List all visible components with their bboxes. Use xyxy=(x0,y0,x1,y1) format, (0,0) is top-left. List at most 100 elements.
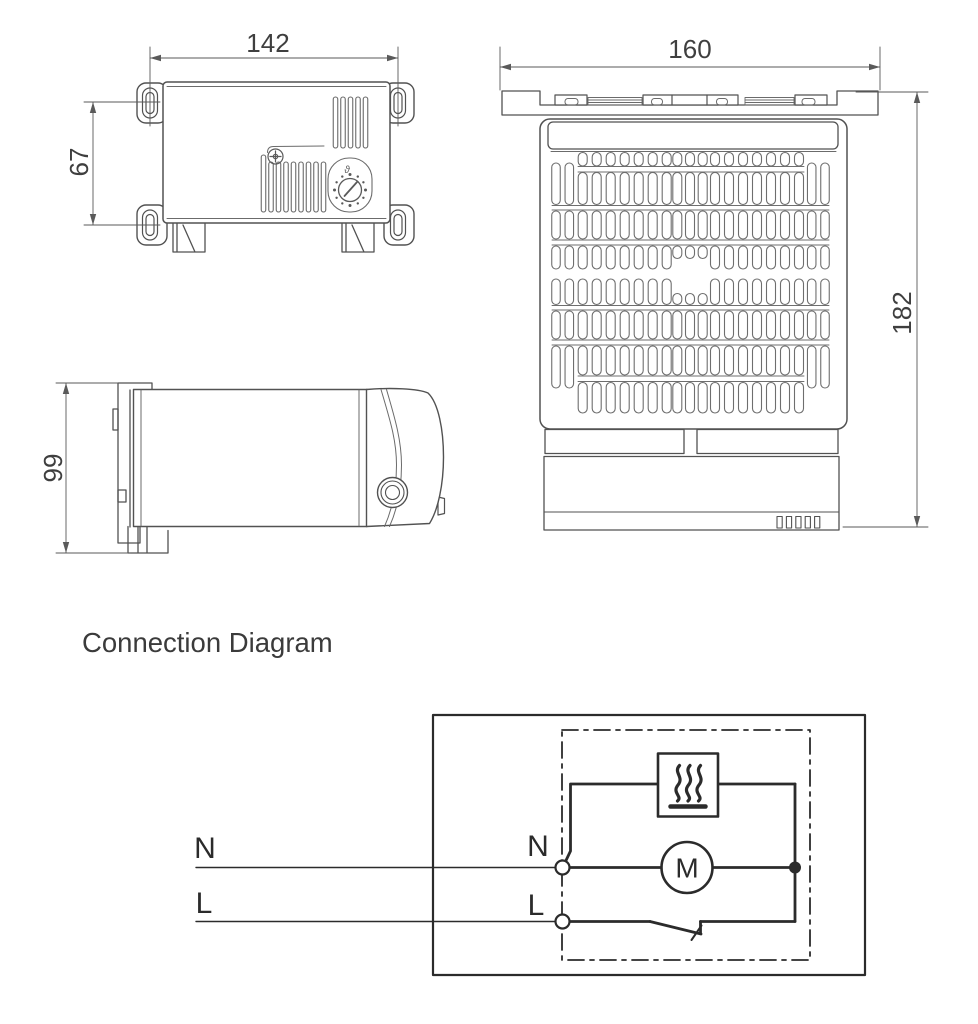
grille-slot xyxy=(793,345,805,376)
grille-slot xyxy=(619,381,630,414)
label-live-external: L xyxy=(196,887,213,920)
grille-slot xyxy=(684,345,696,376)
grille-slot xyxy=(709,278,721,306)
bracket-clip xyxy=(794,94,828,106)
grille-slot xyxy=(577,210,588,240)
front-latch-tab xyxy=(437,496,446,516)
grille-slot xyxy=(672,292,683,306)
grille-slot xyxy=(672,171,683,206)
dial-tick xyxy=(356,202,359,205)
vent-slat xyxy=(290,161,297,213)
vent-slats-right xyxy=(332,96,369,149)
grille-slot xyxy=(672,210,683,240)
grille-slot xyxy=(564,210,575,240)
grille-slot xyxy=(551,345,561,389)
grille-slot xyxy=(605,151,616,167)
grille-slot xyxy=(697,310,708,340)
dial-symbol: ϑ xyxy=(344,165,350,176)
grille-slot xyxy=(564,162,575,206)
grille-slot xyxy=(765,381,777,414)
grille-slot xyxy=(672,151,683,167)
grille-slot xyxy=(672,245,683,260)
dial-tick xyxy=(362,196,365,199)
grille-slot xyxy=(737,310,749,340)
grille-slot xyxy=(723,345,735,376)
grille-slot xyxy=(793,151,805,167)
grille-slot xyxy=(633,210,644,240)
grille-slot xyxy=(697,345,708,376)
grille-slot xyxy=(765,278,777,306)
grille-slot xyxy=(591,171,602,206)
grille-slot xyxy=(697,171,708,206)
thermostat-dial: ϑ xyxy=(327,157,373,213)
side-view: 99 xyxy=(38,382,446,554)
grille-slot xyxy=(779,310,791,340)
grille-slot xyxy=(806,245,817,270)
grille-slot xyxy=(793,381,805,414)
grille-slot xyxy=(737,210,749,240)
fan-grille xyxy=(551,151,830,414)
grille-slot xyxy=(564,345,575,389)
dim-front-height: 182 xyxy=(887,291,917,334)
grille-slot xyxy=(551,162,561,206)
grille-slot xyxy=(779,278,791,306)
dial-knob xyxy=(337,177,363,203)
foot xyxy=(172,222,206,253)
grille-slot xyxy=(793,171,805,206)
grille-slot xyxy=(661,310,672,340)
grille-slot xyxy=(684,292,696,306)
grille-slot xyxy=(779,171,791,206)
top-cap xyxy=(547,121,839,150)
heater-icon xyxy=(656,752,720,818)
grille-slot xyxy=(820,162,830,206)
grille-slot xyxy=(751,210,763,240)
grille-slot xyxy=(605,171,616,206)
grille-slot xyxy=(820,245,830,270)
din-bracket xyxy=(501,90,879,116)
vent-slat xyxy=(283,161,289,213)
dim-front-width: 160 xyxy=(668,34,711,64)
grille-slot xyxy=(577,345,588,376)
grille-slot xyxy=(793,210,805,240)
grille-slot xyxy=(647,245,658,270)
grille-slot xyxy=(779,151,791,167)
grille-slot xyxy=(672,345,683,376)
grille-slot xyxy=(605,310,616,340)
grille-slot xyxy=(779,345,791,376)
vent-slat xyxy=(305,161,312,213)
grille-slot xyxy=(591,381,602,414)
section-title: Connection Diagram xyxy=(82,627,333,658)
vent-slat xyxy=(340,96,346,149)
vent-slat xyxy=(362,96,369,149)
grille-slot xyxy=(647,171,658,206)
vent-slat xyxy=(313,161,319,213)
grille-slot xyxy=(820,210,830,240)
dim-top-width: 142 xyxy=(246,28,289,58)
grille-slot xyxy=(633,345,644,376)
junction-dot xyxy=(789,861,801,874)
foot xyxy=(341,222,375,253)
grille-slot xyxy=(751,310,763,340)
grille-slot xyxy=(820,278,830,306)
grille-slot xyxy=(820,310,830,340)
dimension-arrows xyxy=(89,54,398,225)
grille-slot xyxy=(672,381,683,414)
grille-slot xyxy=(551,210,561,240)
grille-slot xyxy=(564,310,575,340)
grille-slot xyxy=(619,345,630,376)
vent-slat xyxy=(260,154,267,213)
base-section xyxy=(543,428,840,531)
grille-slot xyxy=(751,245,763,270)
grille-slot xyxy=(684,310,696,340)
dial-tick xyxy=(333,188,336,192)
grille-slot xyxy=(577,245,588,270)
vent-slat xyxy=(332,96,339,149)
grille-slot xyxy=(661,151,672,167)
grille-slot xyxy=(661,210,672,240)
bracket-clip-slots xyxy=(564,98,816,106)
grille-slot xyxy=(806,310,817,340)
grille-slot xyxy=(619,245,630,270)
dial-tick xyxy=(341,202,344,205)
grille-slot xyxy=(577,171,588,206)
